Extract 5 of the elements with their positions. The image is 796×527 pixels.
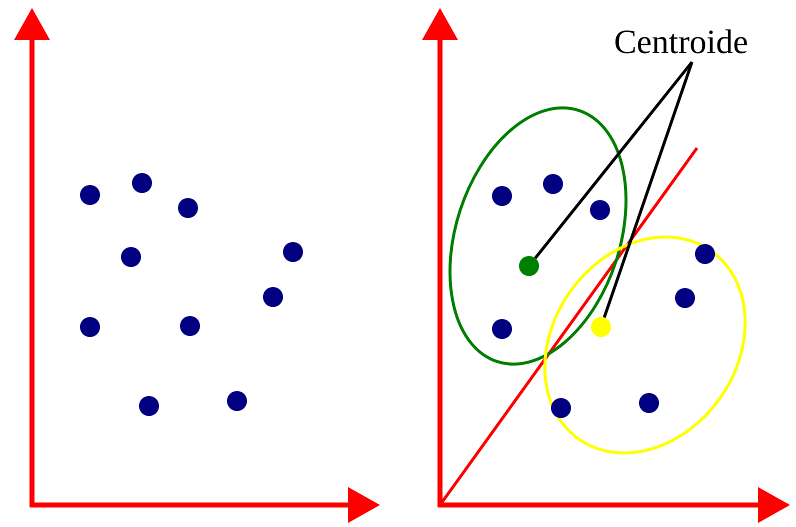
leader-line xyxy=(602,62,694,318)
centroid-point xyxy=(591,317,611,337)
leader-line xyxy=(534,61,694,260)
centroid-label: Centroide xyxy=(614,22,794,64)
centroid-point xyxy=(519,256,539,276)
